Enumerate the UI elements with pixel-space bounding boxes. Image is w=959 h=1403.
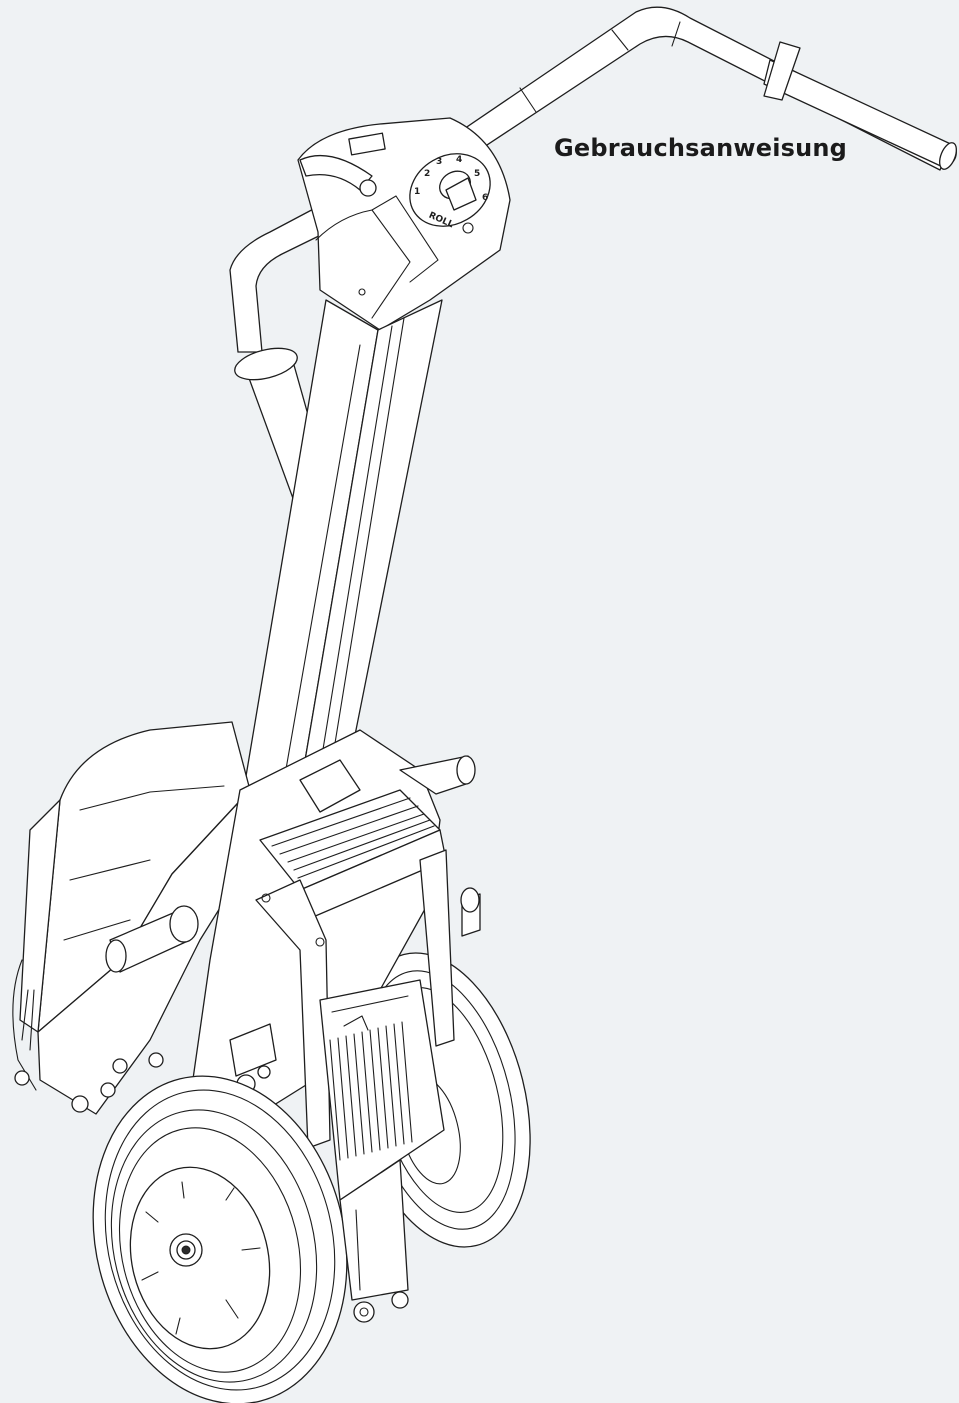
steering-column [242, 300, 442, 800]
dial-position-3: 3 [436, 157, 442, 167]
motor-housing [13, 722, 256, 1114]
dial-position-5: 5 [474, 169, 480, 179]
shroud-ribs [330, 1022, 412, 1160]
drive-body [190, 730, 480, 1200]
front-wheel [60, 1049, 381, 1403]
lower-support [340, 1160, 408, 1322]
wheel-spokes [142, 1182, 260, 1334]
document-title: Gebrauchsanweisung [554, 134, 848, 162]
dial-position-6: 6 [482, 193, 488, 203]
dial-position-4: 4 [456, 155, 462, 165]
speed-dial-knob: 1 2 3 4 5 6 ROLL [397, 140, 504, 241]
control-head: 1 2 3 4 5 6 ROLL [298, 118, 510, 330]
dial-position-2: 2 [424, 169, 430, 179]
dial-position-1: 1 [414, 187, 420, 197]
